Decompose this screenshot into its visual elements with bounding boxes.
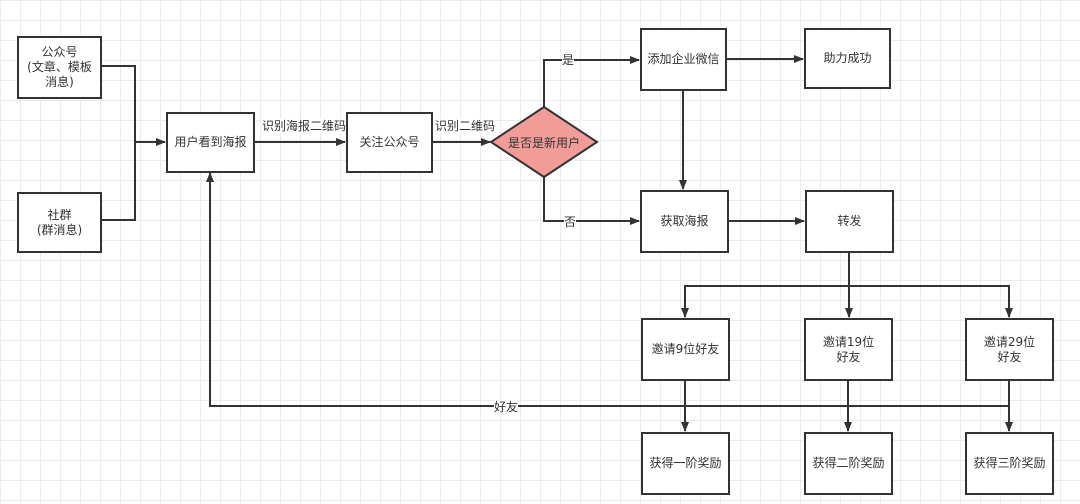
edge-branch-right bbox=[849, 285, 1013, 318]
edge-yes bbox=[543, 56, 640, 107]
node-forward[interactable]: 转发 bbox=[805, 190, 894, 253]
node-invite29[interactable]: 邀请29位好友 bbox=[965, 318, 1054, 381]
node-success[interactable]: 助力成功 bbox=[804, 28, 891, 89]
decision-diamond bbox=[489, 105, 599, 179]
node-gzh[interactable]: 公众号(文章、模板消息) bbox=[17, 36, 102, 99]
edge-label-scan-poster: 识别海报二维码 bbox=[262, 119, 347, 133]
edge-gzh-merge bbox=[101, 65, 136, 221]
edge-label-no: 否 bbox=[564, 215, 577, 229]
edge-label-friend: 好友 bbox=[494, 400, 519, 414]
edge-label-scan-qr: 识别二维码 bbox=[435, 119, 496, 133]
decision-label[interactable]: 是否是新用户 bbox=[507, 136, 580, 150]
node-reward1[interactable]: 获得一阶奖励 bbox=[641, 432, 730, 495]
node-reward2[interactable]: 获得二阶奖励 bbox=[804, 432, 893, 495]
node-invite19[interactable]: 邀请19位好友 bbox=[804, 318, 893, 381]
node-shequn[interactable]: 社群(群消息) bbox=[17, 192, 102, 253]
edge-branch-left bbox=[681, 285, 849, 318]
edge-label-yes: 是 bbox=[562, 53, 575, 67]
node-get-poster[interactable]: 获取海报 bbox=[640, 190, 729, 253]
node-invite9[interactable]: 邀请9位好友 bbox=[641, 318, 730, 381]
edge-friend-loop bbox=[206, 172, 1009, 407]
node-user-sees[interactable]: 用户看到海报 bbox=[166, 112, 255, 173]
node-reward3[interactable]: 获得三阶奖励 bbox=[965, 432, 1054, 495]
node-add-wechat[interactable]: 添加企业微信 bbox=[640, 28, 727, 91]
node-follow[interactable]: 关注公众号 bbox=[346, 112, 433, 173]
edge-no bbox=[543, 177, 640, 225]
